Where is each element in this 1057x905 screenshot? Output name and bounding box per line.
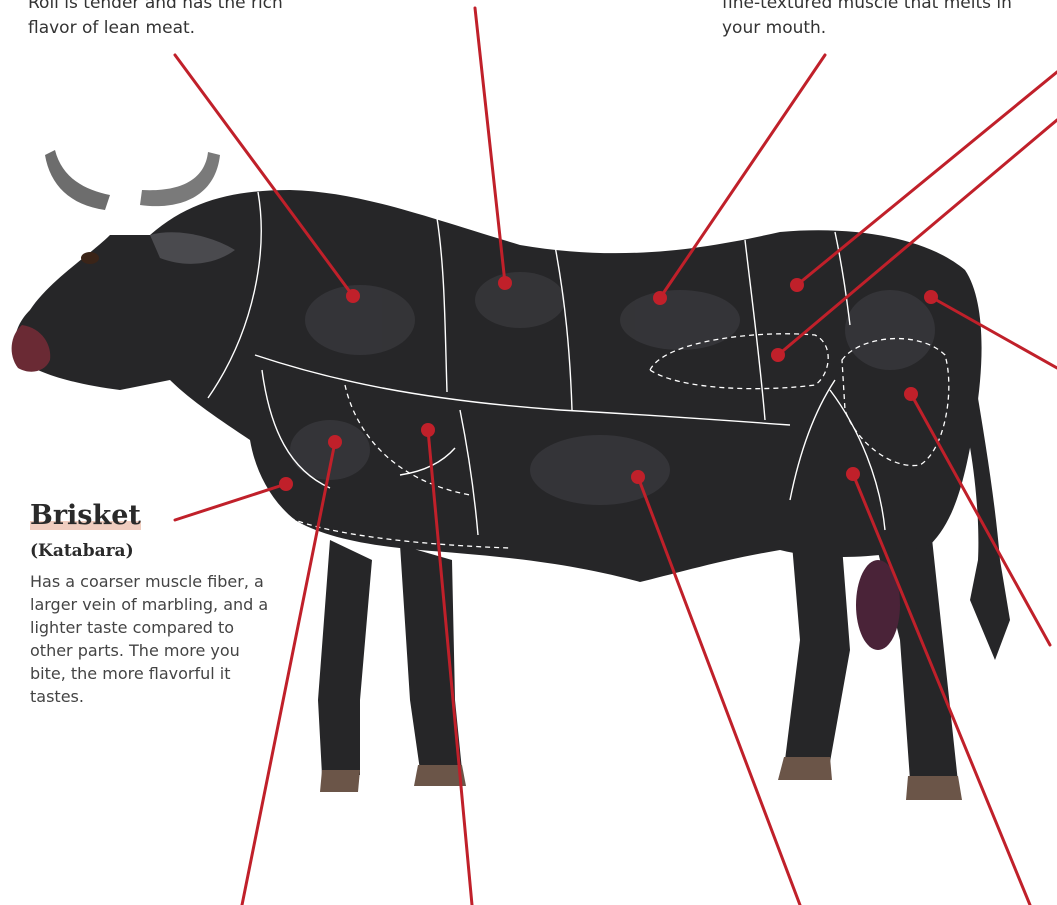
front-right-leg <box>400 545 462 770</box>
eye <box>81 252 99 264</box>
brisket-subtitle: (Katabara) <box>30 540 280 562</box>
marker-tenderloin <box>771 348 785 362</box>
leader-shank <box>853 474 1030 905</box>
brisket-description: Has a coarser muscle fiber, a larger vei… <box>30 570 270 708</box>
marker-shank <box>846 467 860 481</box>
shade-2 <box>475 272 565 328</box>
marker-rib <box>498 276 512 290</box>
shade-1 <box>305 285 415 355</box>
front-left-leg <box>318 540 372 775</box>
right-horn <box>140 152 220 206</box>
chuck-roll-caption: Roll is tender and has the rich flavor o… <box>28 0 308 41</box>
marker-chuck <box>328 435 342 449</box>
marker-brisket <box>279 477 293 491</box>
sirloin-caption: fine-textured muscle that melts in your … <box>722 0 1032 41</box>
marker-flank <box>631 470 645 484</box>
left-horn <box>45 150 110 210</box>
shade-5 <box>530 435 670 505</box>
cow-hooves <box>320 757 962 800</box>
hind-right-leg <box>870 520 958 782</box>
marker-chuck-tender <box>421 423 435 437</box>
hoof-1 <box>320 770 360 792</box>
marker-sirloin <box>653 291 667 305</box>
marker-round <box>904 387 918 401</box>
hoof-4 <box>906 776 962 800</box>
shade-3 <box>620 290 740 350</box>
brisket-info: Brisket (Katabara) Has a coarser muscle … <box>30 500 280 708</box>
marker-rump <box>924 290 938 304</box>
brisket-title: Brisket <box>30 500 141 532</box>
shade-4 <box>845 290 935 370</box>
marker-chuck-roll <box>346 289 360 303</box>
marker-rump-top <box>790 278 804 292</box>
brisket-title-text: Brisket <box>30 500 141 531</box>
hoof-3 <box>778 757 832 780</box>
